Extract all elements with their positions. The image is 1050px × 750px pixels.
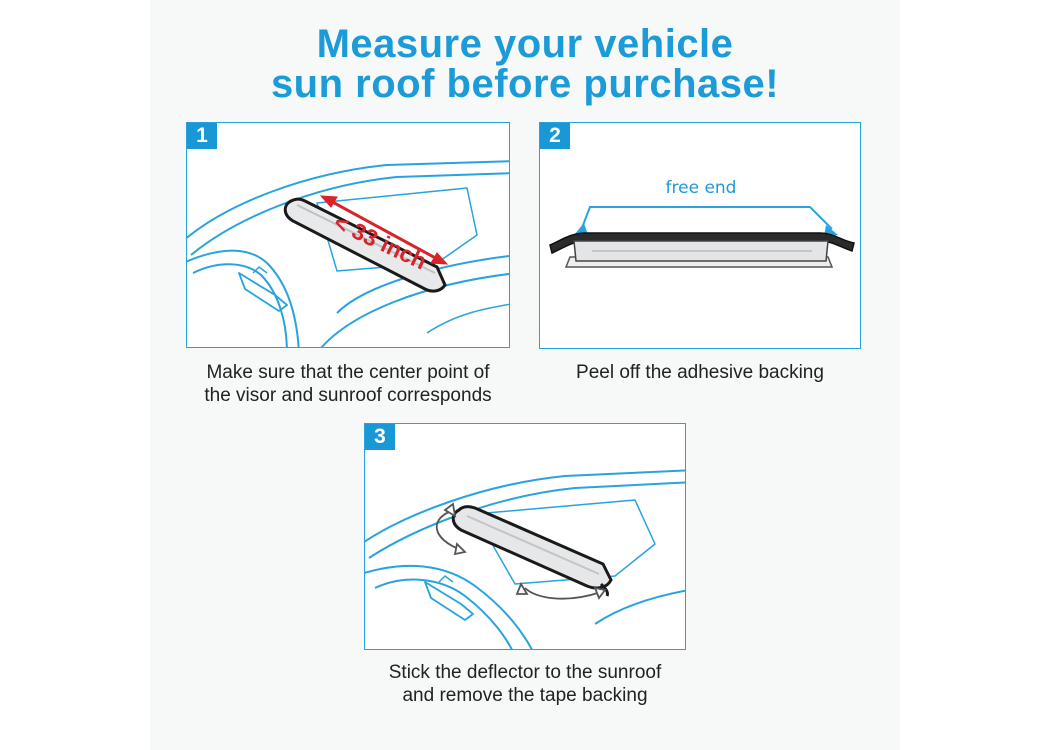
step-1-panel: 1 < 33 inch	[186, 122, 510, 348]
step-3-caption-line-1: Stick the deflector to the sunroof	[388, 662, 662, 683]
step-2-caption: Peel off the adhesive backing	[540, 361, 860, 384]
step-3-badge: 3	[365, 424, 395, 450]
page-title: Measure your vehicle sun roof before pur…	[0, 24, 1050, 104]
step-1-caption: Make sure that the center point of the v…	[170, 361, 526, 407]
title-line-1: Measure your vehicle	[316, 22, 734, 66]
step-1-caption-line-2: the visor and sunroof corresponds	[204, 385, 492, 406]
step-3-caption: Stick the deflector to the sunroof and r…	[345, 661, 705, 707]
step-2-panel: 2 free end	[539, 122, 861, 349]
measure-arrow	[319, 195, 449, 265]
car-roof-illustration	[187, 160, 509, 347]
step-2-caption-line-1: Peel off the adhesive backing	[576, 362, 824, 383]
step-1-caption-line-1: Make sure that the center point of	[206, 362, 490, 383]
free-end-label: free end	[665, 178, 737, 198]
title-line-2: sun roof before purchase!	[270, 62, 780, 106]
step-3-panel: 3	[364, 423, 686, 650]
car-roof-illustration	[365, 469, 685, 649]
step-1-badge: 1	[187, 123, 217, 149]
deflector-strip	[549, 206, 855, 268]
step-3-caption-line-2: and remove the tape backing	[402, 685, 648, 706]
step-2-badge: 2	[540, 123, 570, 149]
adjust-arrow	[435, 502, 607, 600]
deflector-strip	[451, 505, 613, 597]
deflector-strip	[283, 197, 447, 293]
